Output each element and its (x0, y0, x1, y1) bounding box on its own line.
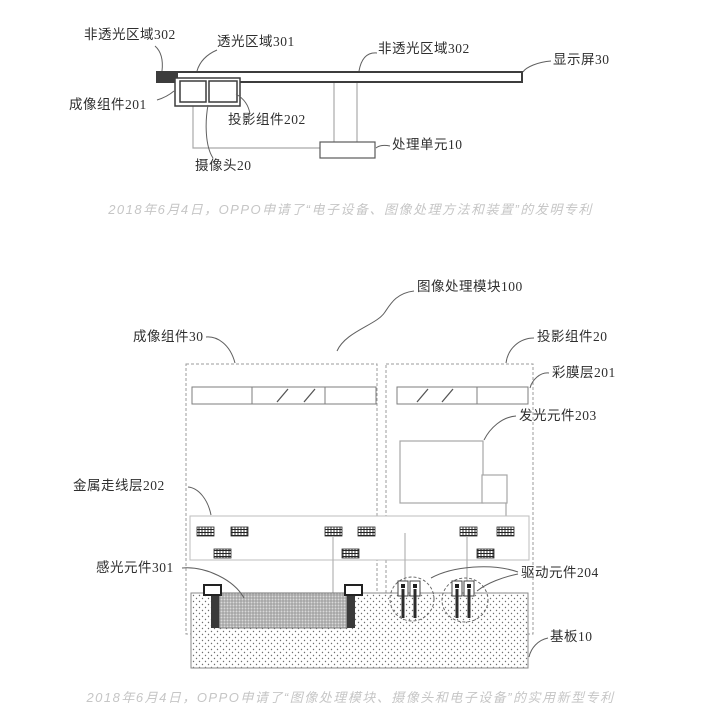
driver-pin (451, 580, 463, 618)
light-emitting-element-box (399, 440, 508, 516)
photosensitive-element (203, 584, 363, 629)
label-processing-unit-10: 处理单元10 (392, 137, 463, 152)
figure1-display-assembly (154, 45, 552, 159)
label-display-screen: 显示屏30 (553, 52, 610, 67)
label-substrate-10: 基板10 (550, 629, 593, 644)
label-imaging-component-30: 成像组件30 (133, 329, 204, 344)
driver-pin (409, 580, 421, 618)
label-non-transparent-area-right: 非透光区域302 (378, 41, 470, 56)
label-light-emitting-element-203: 发光元件203 (519, 408, 597, 423)
color-film-layer-right (396, 386, 529, 405)
camera-to-processor-wire (192, 106, 320, 149)
interconnect-wires (332, 533, 468, 593)
label-image-processing-module-100: 图像处理模块100 (417, 279, 523, 294)
label-non-transparent-area-left: 非透光区域302 (84, 27, 176, 42)
figure1-leader-lines (154, 45, 552, 159)
non-transparent-left-segment (157, 72, 178, 82)
figure2-caption: 2018年6月4日，OPPO申请了“图像处理模块、摄像头和电子设备”的实用新型专… (86, 690, 615, 705)
label-camera-20: 摄像头20 (195, 158, 252, 173)
label-imaging-component-201: 成像组件201 (69, 97, 147, 112)
figure2-leader-lines (181, 290, 550, 658)
driver-pin (463, 580, 475, 618)
figure1-caption: 2018年6月4日，OPPO申请了“电子设备、图像处理方法和装置”的发明专利 (108, 202, 593, 217)
driving-elements (389, 576, 489, 623)
label-projection-component-202: 投影组件202 (228, 112, 306, 127)
figure2-image-processing-module (181, 290, 550, 669)
label-projection-component-20: 投影组件20 (537, 329, 608, 344)
driver-pin (397, 580, 409, 618)
label-color-film-layer-201: 彩膜层201 (552, 365, 616, 380)
label-transparent-area: 透光区域301 (217, 34, 295, 49)
label-driving-element-204: 驱动元件204 (521, 565, 599, 580)
imaging-component-box (179, 80, 207, 103)
projection-component-box (208, 80, 238, 103)
label-metal-wiring-layer-202: 金属走线层202 (73, 478, 165, 493)
processing-unit-box (319, 141, 376, 159)
metal-wiring-layer-band (189, 515, 530, 561)
label-photosensitive-element-301: 感光元件301 (96, 560, 174, 575)
color-film-layer-left (191, 386, 377, 405)
